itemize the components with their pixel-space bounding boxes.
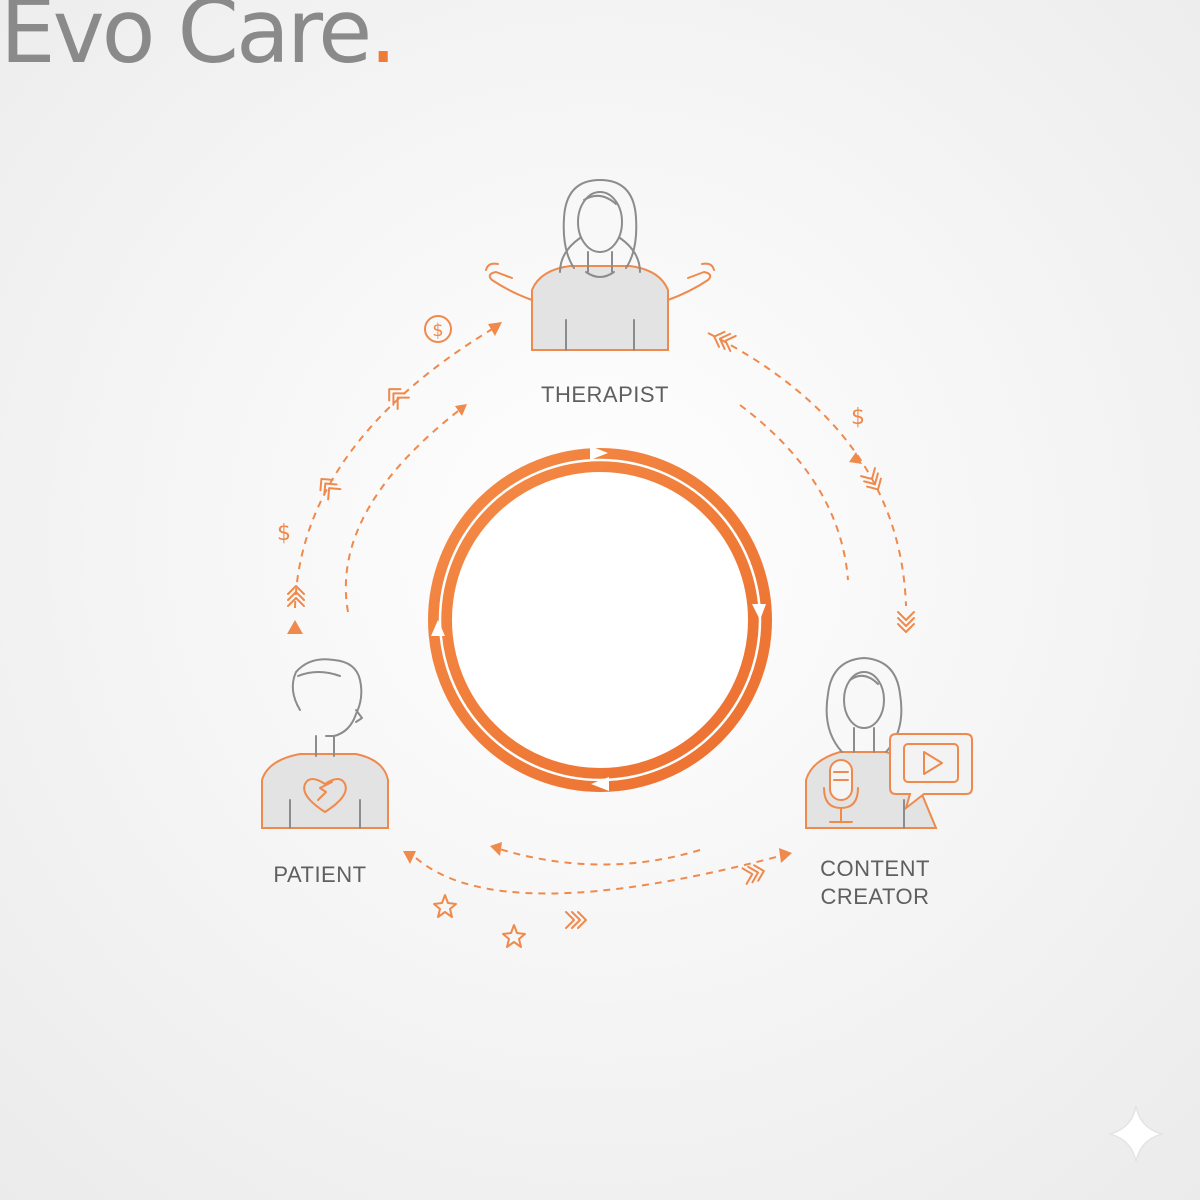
arrow-head-icon [490, 842, 502, 856]
chevron-icon [860, 467, 882, 491]
dollar-icon: $ [851, 405, 865, 430]
arrow-head-icon [488, 322, 502, 336]
arrow-head-icon [455, 404, 467, 416]
star-icon [433, 894, 457, 918]
chevron-icon [897, 611, 915, 633]
sparkle-icon [1107, 1105, 1165, 1163]
chevron-icon [565, 911, 587, 929]
chevron-icon [287, 585, 305, 607]
brand-dot: . [369, 0, 397, 83]
arrow-head-icon [403, 851, 416, 864]
cycle-arrow-icon [431, 446, 766, 791]
microphone-icon [823, 759, 859, 823]
arrow-head-icon [287, 620, 303, 634]
cycle-ring-icon [428, 446, 772, 792]
chevron-icon [319, 477, 342, 501]
brand-name: Evo Care [0, 0, 372, 83]
dollar-coin-icon: $ [424, 315, 452, 343]
play-icon [923, 751, 943, 775]
arrow-head-icon [779, 848, 792, 863]
patient-to-therapist-outer-arc [294, 327, 495, 609]
patient-to-creator-arc [415, 855, 781, 895]
arrow-head-icon [849, 452, 862, 464]
content-creator-label: CONTENT CREATOR [820, 856, 930, 909]
therapist-label: THERAPIST [541, 382, 669, 407]
video-bubble-icon [889, 733, 973, 811]
patient-to-therapist-inner-arc [344, 407, 463, 613]
flow-arcs [287, 322, 907, 895]
chevron-icon [713, 330, 737, 352]
chevron-icon [741, 864, 765, 885]
star-icon [502, 924, 526, 948]
content-creator-figure-icon [805, 657, 973, 829]
brand-logo: Evo Care. [0, 0, 397, 76]
chevron-icon [388, 388, 410, 410]
creator-to-patient-inner-arc [495, 847, 701, 866]
therapist-to-creator-outer-arc [707, 332, 907, 607]
heart-icon [303, 778, 347, 813]
therapist-to-creator-inner-arc [739, 404, 849, 581]
dollar-coin-symbol: $ [432, 320, 443, 341]
patient-label: PATIENT [273, 862, 367, 887]
dollar-icon: $ [277, 521, 291, 546]
therapist-figure-icon [485, 179, 715, 351]
patient-figure-icon [261, 658, 389, 829]
